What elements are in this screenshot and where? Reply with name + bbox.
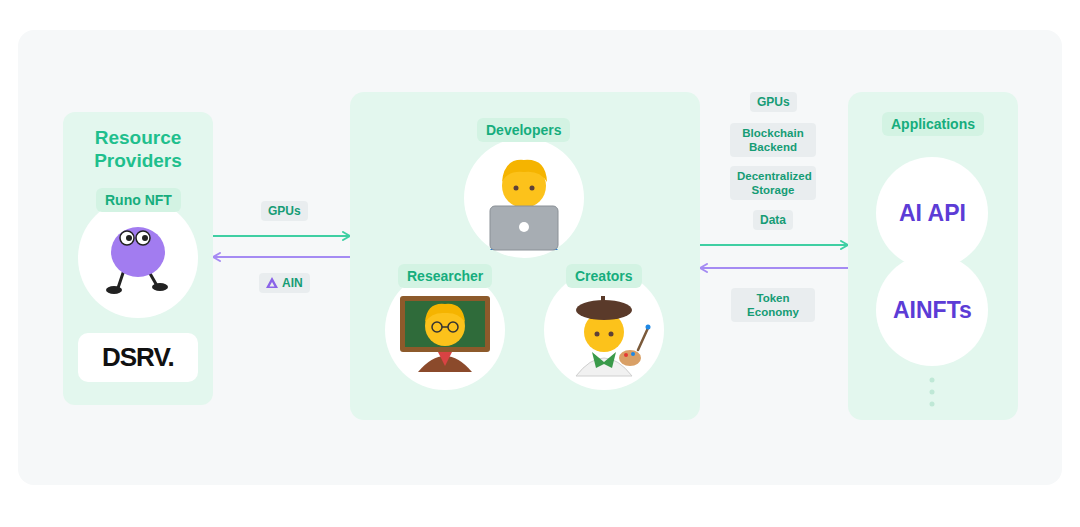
- flow-label-text: AIN: [282, 276, 303, 290]
- ellipsis-dots: [930, 378, 935, 407]
- tag-label: Applications: [882, 112, 984, 136]
- runo-character: [106, 227, 168, 294]
- community-panel: DevelopersResearcherCreators: [350, 92, 700, 420]
- panel-heading: Resource Providers: [73, 126, 203, 172]
- researcher-figure: [400, 296, 490, 372]
- developer-circle: Developers: [464, 138, 584, 258]
- application-circle: AINFTs: [876, 254, 988, 366]
- nft-circle: Runo NFT: [78, 198, 198, 318]
- flow-label-text: Data: [760, 213, 786, 227]
- flow-label-text: GPUs: [268, 204, 301, 218]
- resource-tag: Decentralized Storage: [730, 166, 816, 200]
- flow-arrow: [700, 267, 848, 269]
- flow-label: Token Economy: [731, 288, 815, 322]
- resource-tag: Blockchain Backend: [730, 123, 816, 157]
- tag-label: Researcher: [398, 264, 492, 288]
- provider-logo-box: DSRV.: [78, 333, 198, 382]
- applications-panel: AI API AINFTs Applications: [848, 92, 1018, 420]
- flow-arrow: [700, 244, 848, 246]
- tag-label: Creators: [566, 264, 642, 288]
- flow-label: Data: [753, 210, 793, 230]
- flow-arrow: [213, 256, 350, 258]
- application-circle: AI API: [876, 157, 988, 269]
- flow-label: AIN: [259, 273, 310, 293]
- creator-figure: [576, 296, 651, 376]
- resource-tag: GPUs: [750, 92, 797, 112]
- researcher-circle: Researcher: [385, 270, 505, 390]
- token-icon: [266, 277, 278, 288]
- tag-label: Runo NFT: [96, 188, 181, 212]
- creator-circle: Creators: [544, 270, 664, 390]
- node-title: AI API: [899, 200, 966, 227]
- flow-label-text: Token Economy: [747, 292, 799, 318]
- flow-label: GPUs: [261, 201, 308, 221]
- developer-figure: [490, 160, 558, 250]
- flow-arrow: [213, 235, 350, 237]
- provider-panel: Runo NFT DSRV. Resource Providers: [63, 112, 213, 405]
- node-title: AINFTs: [893, 297, 972, 324]
- node-title: DSRV.: [102, 342, 174, 373]
- tag-label: Developers: [477, 118, 570, 142]
